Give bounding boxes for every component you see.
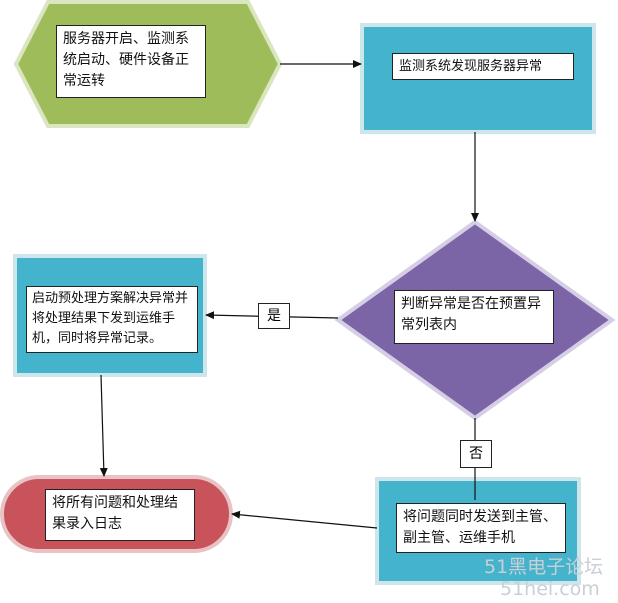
arrow-notify-to-log [231, 510, 378, 529]
detect-node-text: 监测系统发现服务器异常 [392, 53, 574, 80]
watermark-title: 51黑电子论坛 [484, 556, 604, 578]
watermark-domain: 51hei.com [500, 578, 600, 600]
start-node-text: 服务器开启、监测系统启动、硬件设备正常运转 [56, 25, 206, 98]
notify-node-text: 将问题同时发送到主管、副主管、运维手机 [396, 503, 566, 553]
no-edge-label: 否 [460, 440, 492, 468]
log-node-text: 将所有问题和处理结果录入日志 [45, 489, 195, 541]
arrow-handle-to-log [99, 374, 108, 477]
yes-edge-label: 是 [258, 303, 290, 329]
decision-node-text: 判断异常是否在预置异常列表内 [394, 290, 554, 344]
handle-node-text: 启动预处理方案解决异常并将处理结果下发到运维手机，同时将异常记录。 [26, 286, 198, 353]
